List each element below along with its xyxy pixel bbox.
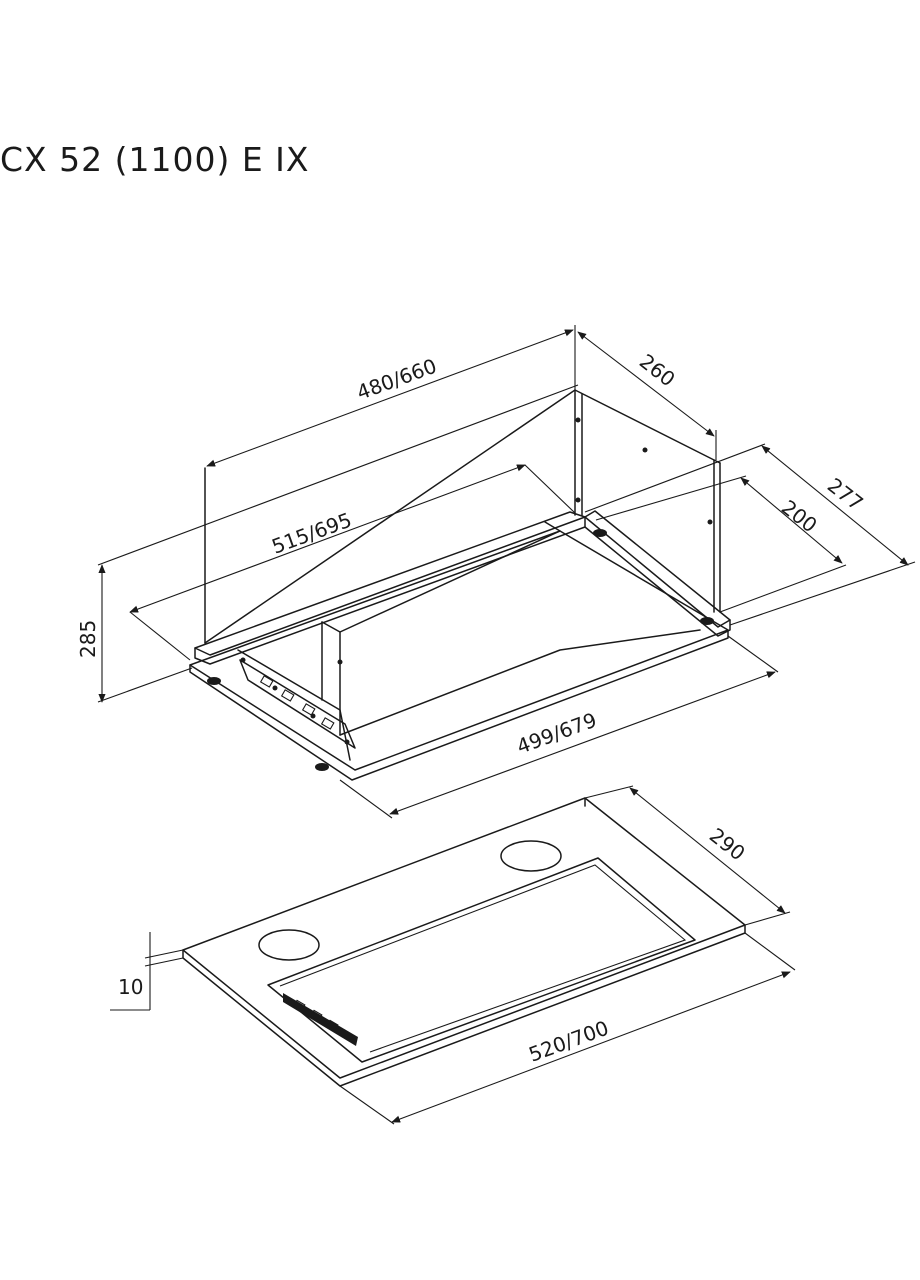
mounting-hole — [315, 763, 329, 771]
dim-label-frame-length: 515/695 — [269, 508, 355, 559]
screw — [642, 447, 648, 453]
dim-line-top-width — [206, 329, 574, 467]
dim-label-height: 285 — [76, 620, 100, 658]
screw — [575, 497, 581, 503]
dim-label-panel-depth: 290 — [705, 823, 750, 865]
body-bottom-tray-edge — [189, 629, 729, 781]
screw — [707, 519, 713, 525]
control-button — [280, 689, 295, 702]
dim-line-depth-inner — [740, 477, 843, 564]
product-title: CX 52 (1100) E IX — [0, 140, 310, 179]
mounting-hole — [207, 677, 221, 685]
dim-label-body-length: 499/679 — [514, 708, 600, 759]
hood-body — [189, 389, 731, 781]
dim-label-top-width: 480/660 — [354, 354, 440, 405]
dim-label-top-depth: 260 — [635, 349, 680, 391]
body-front-face — [237, 649, 351, 761]
dim-label-panel-thickness: 10 — [118, 975, 143, 999]
body-bottom-tray — [189, 530, 729, 771]
panel-top-face — [182, 797, 746, 1079]
dim-line-frame-length — [129, 464, 526, 613]
dim-line-panel-depth — [629, 787, 786, 914]
dim-label-depth-outer: 277 — [823, 473, 868, 515]
panel-control-strip — [283, 993, 358, 1046]
screw — [337, 659, 343, 665]
panel-vent-hole — [258, 929, 320, 961]
dim-label-depth-inner: 200 — [777, 495, 822, 537]
screw — [575, 417, 581, 423]
mounting-hole — [593, 529, 607, 537]
frame-front-rail-lower — [194, 516, 586, 665]
control-button — [326, 1019, 339, 1031]
dim-line-top-depth — [577, 331, 715, 437]
control-button — [259, 675, 274, 688]
frame-right-rail — [584, 510, 731, 628]
dim-line-panel-length — [391, 971, 791, 1123]
lower-dimension-lines — [110, 785, 796, 1125]
dim-line-body-length — [389, 671, 776, 815]
control-button — [320, 717, 335, 730]
control-button — [293, 999, 306, 1011]
upper-dimension-lines — [97, 325, 916, 819]
panel-window — [267, 857, 696, 1063]
control-button — [310, 1009, 323, 1021]
panel-vent-hole — [500, 840, 562, 872]
control-panel — [239, 657, 356, 749]
glass-panel — [182, 797, 746, 1087]
dim-label-panel-length: 520/700 — [526, 1016, 612, 1067]
control-button — [301, 703, 316, 716]
frame-front-rail — [194, 511, 586, 656]
